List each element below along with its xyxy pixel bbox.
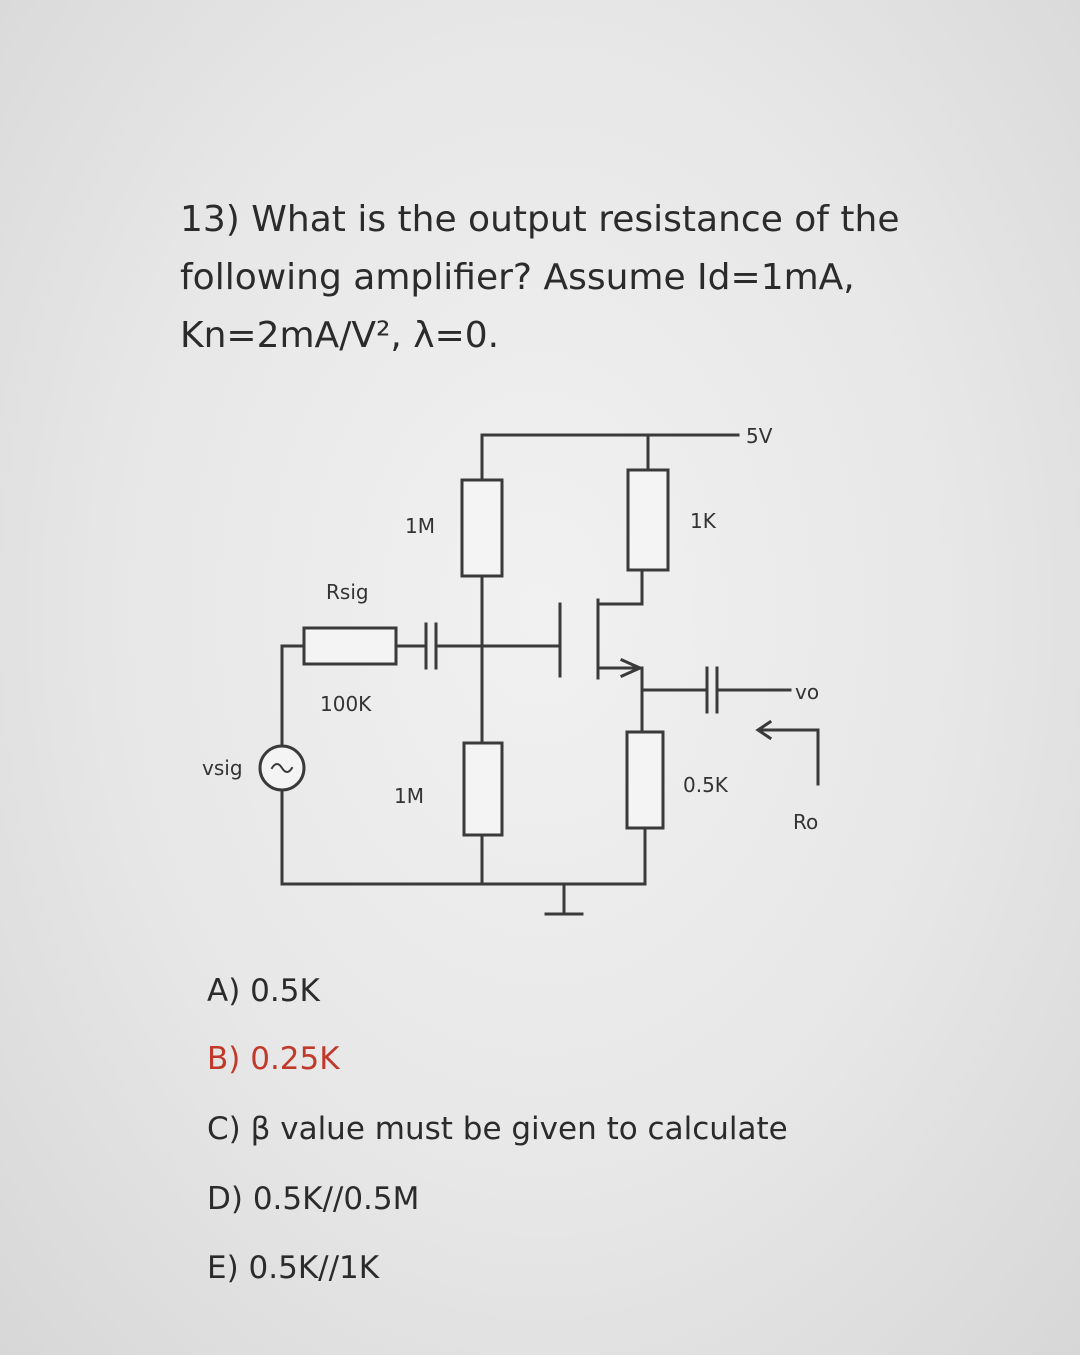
rsig-resistor <box>302 626 398 666</box>
option-e: E) 0.5K//1K <box>207 1250 380 1286</box>
option-b: B) 0.25K <box>207 1041 340 1077</box>
option-c: C) β value must be given to calculate <box>207 1111 788 1147</box>
question-line-2: following amplifier? Assume Id=1mA, <box>180 257 855 298</box>
option-a: A) 0.5K <box>207 973 320 1009</box>
input-left-wire <box>280 644 306 750</box>
ro-label: Ro <box>793 810 819 834</box>
question-line-3: Kn=2mA/V², λ=0. <box>180 315 500 356</box>
rsig-name-label: Rsig <box>326 580 369 604</box>
gate-bias-top-resistor <box>460 478 504 578</box>
vo-label: vo <box>795 680 820 704</box>
vsig-wave-glyph <box>270 763 294 773</box>
mosfet-drain-lead <box>596 568 644 606</box>
gate-top-resistor-label: 1M <box>405 514 435 538</box>
mosfet-arrow <box>620 658 644 678</box>
vsig-label: vsig <box>202 756 243 780</box>
gate-bottom-resistor-label: 1M <box>394 784 424 808</box>
gate-bias-bottom-resistor <box>462 741 504 837</box>
rsig-value-label: 100K <box>320 692 372 716</box>
source-resistor-label: 0.5K <box>683 773 728 797</box>
mosfet-source-lead <box>596 666 644 734</box>
option-d: D) 0.5K//0.5M <box>207 1181 420 1217</box>
source-resistor <box>625 730 665 830</box>
ro-indicator-wire <box>758 728 820 786</box>
input-bottom-wire <box>280 788 647 886</box>
drain-resistor-label: 1K <box>690 509 716 533</box>
question-line-1: 13) What is the output resistance of the <box>180 199 900 240</box>
drain-resistor <box>626 468 670 572</box>
supply-voltage-label: 5V <box>746 424 773 448</box>
ro-indicator-arrow <box>755 719 773 741</box>
